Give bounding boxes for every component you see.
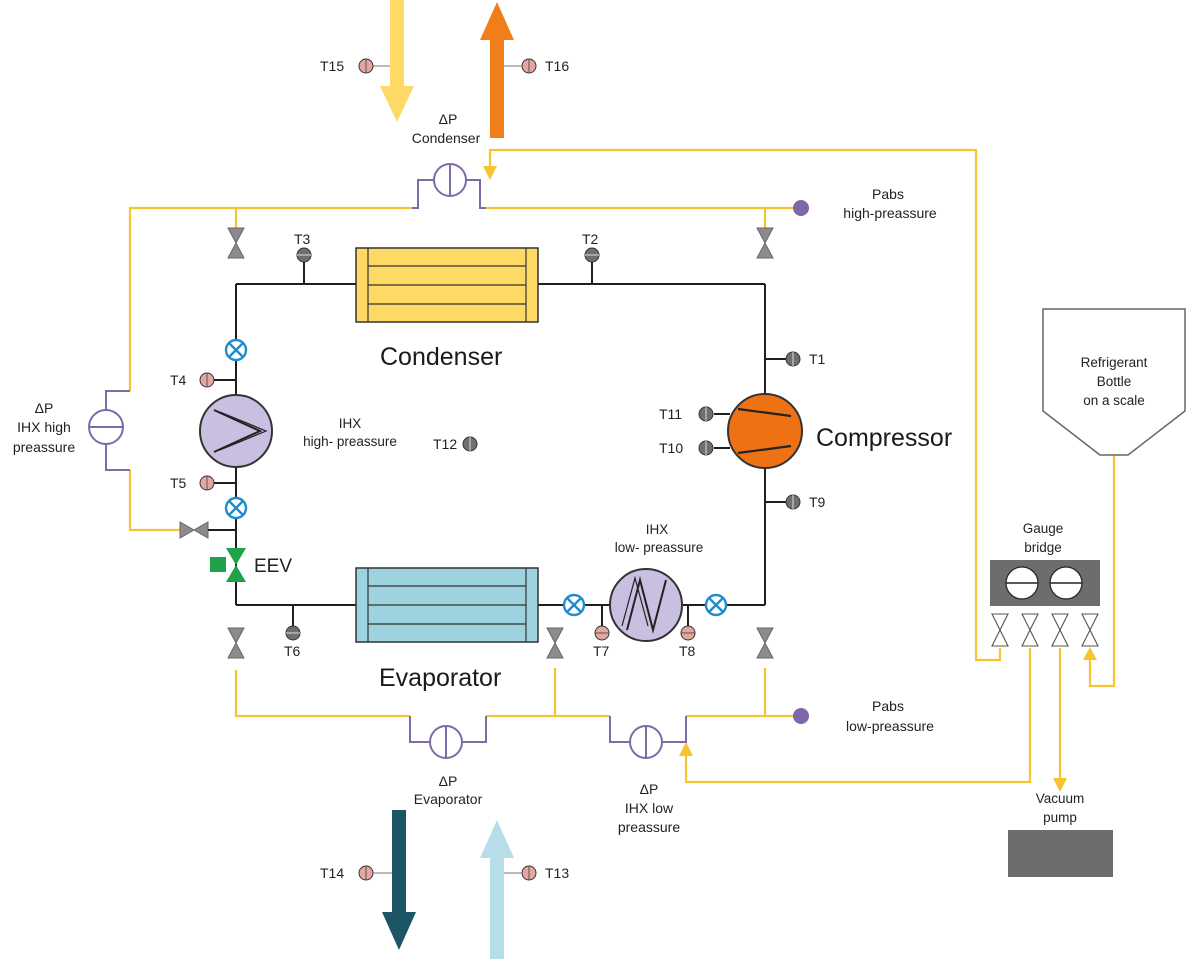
evaporator-inlet-arrow <box>480 820 514 959</box>
compressor-label: Compressor <box>816 424 952 452</box>
t14-sensor <box>358 865 374 881</box>
t8-label: T8 <box>679 643 696 659</box>
t4-sensor <box>199 372 215 388</box>
pabs-high-label-2: high-preassure <box>843 205 937 221</box>
gauge-bridge-label-1: Gauge <box>1023 521 1064 536</box>
dp-ihx-high-sensor <box>88 390 130 471</box>
dp-condenser-sensor <box>412 163 486 209</box>
t3-sensor <box>296 247 312 263</box>
gauge-bridge-label-2: bridge <box>1024 540 1062 555</box>
dp-ihx-low-label-3: preassure <box>618 819 680 835</box>
pabs-low-sensor <box>793 708 809 724</box>
temperature-sensor-markers <box>199 58 801 881</box>
evaporator-outlet-arrow <box>382 810 416 950</box>
t13-label: T13 <box>545 865 569 881</box>
ihx-low-pressure <box>609 568 683 642</box>
t14-label: T14 <box>320 865 344 881</box>
dp-ihx-high-label-2: IHX high <box>17 419 71 435</box>
vacuum-pump-label-1: Vacuum <box>1036 791 1085 806</box>
condenser-outlet-arrow <box>480 2 514 138</box>
ihx-high-pressure <box>199 394 273 468</box>
dp-ihx-high-label-3: preassure <box>13 439 75 455</box>
pabs-high-sensor <box>793 200 809 216</box>
flow-arrowheads <box>483 166 1097 792</box>
t11-sensor <box>698 406 714 422</box>
vacuum-pump-label-2: pump <box>1043 810 1077 825</box>
service-valve-bottom-mid <box>546 627 564 659</box>
ihx-high-label-2: high- preassure <box>303 434 397 449</box>
service-valve-top-left <box>227 227 245 259</box>
service-valves <box>179 227 774 659</box>
bottle-label-1: Refrigerant <box>1081 355 1148 370</box>
eev-label: EEV <box>254 556 292 577</box>
t16-sensor <box>521 58 537 74</box>
pabs-high-label-1: Pabs <box>872 186 904 202</box>
dp-evaporator-sensor <box>409 716 487 759</box>
pabs-low-label-1: Pabs <box>872 698 904 714</box>
dp-ihx-low-label-1: ΔP <box>640 781 659 797</box>
bottle-label-2: Bottle <box>1097 374 1132 389</box>
t5-label: T5 <box>170 475 187 491</box>
t10-label: T10 <box>659 440 683 456</box>
condenser-label: Condenser <box>380 343 502 371</box>
dp-condenser-label-2: Condenser <box>412 130 481 146</box>
t13-sensor <box>521 865 537 881</box>
service-valve-ihx-bypass <box>179 521 209 539</box>
condenser <box>355 247 539 323</box>
gauge-bridge <box>990 560 1100 647</box>
dp-ihx-low-label-2: IHX low <box>625 800 674 816</box>
t7-sensor <box>594 625 610 641</box>
shutoff-valves <box>224 338 728 617</box>
vacuum-pump <box>1008 830 1113 877</box>
t2-label: T2 <box>582 231 599 247</box>
pabs-low-label-2: low-preassure <box>846 718 934 734</box>
t8-sensor <box>680 625 696 641</box>
t4-label: T4 <box>170 372 187 388</box>
t15-label: T15 <box>320 58 344 74</box>
t9-label: T9 <box>809 494 826 510</box>
ihx-low-label-2: low- preassure <box>615 540 704 555</box>
service-valve-bottom-left <box>227 627 245 659</box>
ihx-high-label-1: IHX <box>339 416 362 431</box>
dp-condenser-label-1: ΔP <box>439 111 458 127</box>
shutoff-valve-4 <box>704 593 728 617</box>
t15-sensor <box>358 58 374 74</box>
t12-label: T12 <box>433 436 457 452</box>
t6-sensor <box>285 625 301 641</box>
t3-label: T3 <box>294 231 311 247</box>
shutoff-valve-2 <box>224 496 248 520</box>
dp-evaporator-label-1: ΔP <box>439 773 458 789</box>
bottle-label-3: on a scale <box>1083 393 1145 408</box>
secondary-fluid-arrows <box>380 0 514 959</box>
refrigerant-bottle <box>1042 308 1186 456</box>
t11-label: T11 <box>659 406 682 422</box>
t1-label: T1 <box>809 351 826 367</box>
service-valve-bottom-right <box>756 627 774 659</box>
t9-sensor <box>785 494 801 510</box>
t7-label: T7 <box>593 643 610 659</box>
dp-ihx-high-label-1: ΔP <box>35 400 54 416</box>
service-valve-top-right <box>756 227 774 259</box>
dp-evaporator-label-2: Evaporator <box>414 791 483 807</box>
compressor <box>727 393 803 469</box>
t2-sensor <box>584 247 600 263</box>
ihx-low-label-1: IHX <box>646 522 669 537</box>
evaporator-label: Evaporator <box>379 664 501 692</box>
t5-sensor <box>199 475 215 491</box>
t1-sensor <box>785 351 801 367</box>
evaporator <box>355 567 539 643</box>
t12-sensor <box>462 436 478 452</box>
t10-sensor <box>698 440 714 456</box>
t16-label: T16 <box>545 58 569 74</box>
condenser-inlet-arrow <box>380 0 414 122</box>
t6-label: T6 <box>284 643 301 659</box>
shutoff-valve-1 <box>224 338 248 362</box>
shutoff-valve-3 <box>562 593 586 617</box>
eev-valve <box>210 548 246 582</box>
dp-ihx-low-sensor <box>609 716 687 759</box>
pressure-sense-lines <box>128 148 1116 784</box>
